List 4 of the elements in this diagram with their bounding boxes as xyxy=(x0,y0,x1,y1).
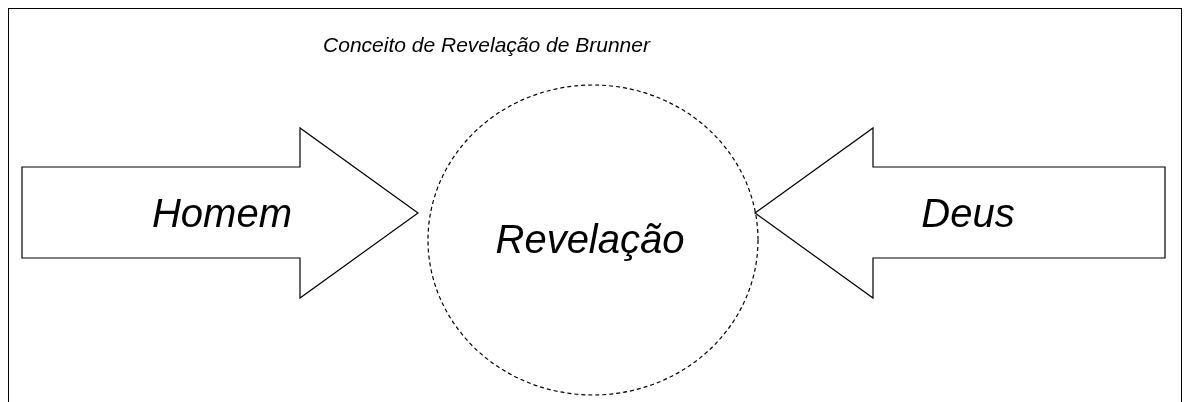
node-label: Deus xyxy=(921,190,1015,236)
title: Conceito de Revelação de Brunner xyxy=(322,33,652,57)
node-label: Homem xyxy=(152,190,292,236)
node-label: Revelação xyxy=(495,216,685,262)
